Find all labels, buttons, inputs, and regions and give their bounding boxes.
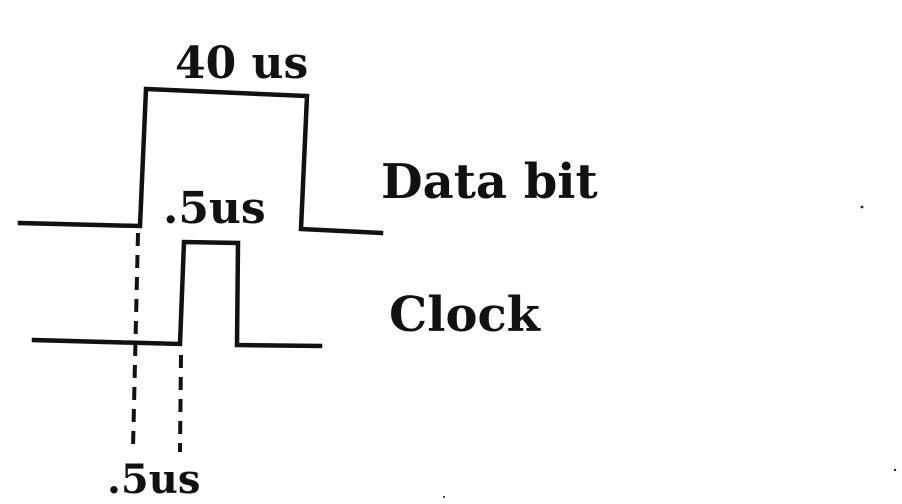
pulse-width-label: 40 us [175, 38, 308, 89]
scan-speck [860, 205, 864, 209]
setup-time-label: .5us [107, 456, 200, 503]
clock-pulse-width-label: .5us [163, 183, 266, 234]
clock-edge-guide-line [178, 354, 183, 453]
data-bit-label: Data bit [381, 154, 598, 210]
clock-label: Clock [389, 287, 542, 343]
clock-waveform [31, 239, 323, 349]
scan-speck [893, 468, 897, 472]
data-edge-guide-line [131, 232, 140, 449]
data-bit-waveform [17, 86, 384, 236]
scan-speck [443, 496, 445, 498]
